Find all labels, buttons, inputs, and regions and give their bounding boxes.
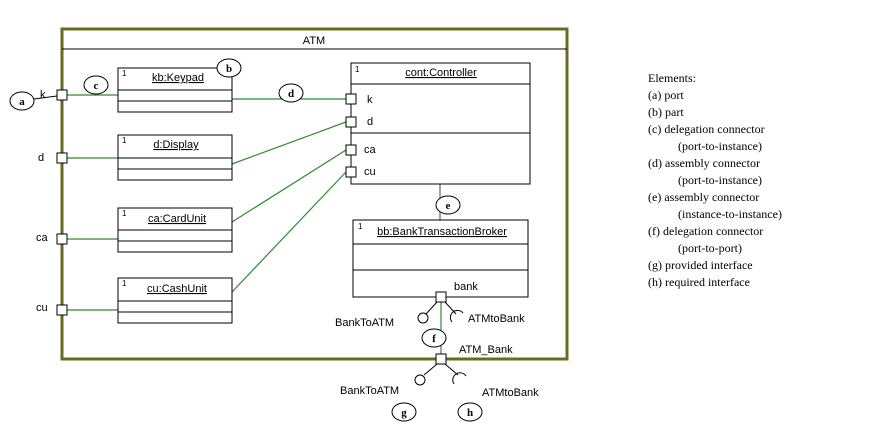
- port-ca-label: ca: [36, 232, 49, 244]
- legend-title: Elements:: [648, 71, 696, 85]
- cardunit-multiplicity: 1: [122, 209, 127, 218]
- inner-interfaces: [417, 301, 464, 324]
- inner-provided-label: BankToATM: [335, 317, 394, 329]
- marker-g: g: [391, 402, 417, 422]
- cashunit-name: cu:CashUnit: [147, 283, 207, 295]
- svg-text:e: e: [446, 200, 451, 212]
- broker-name: bb:BankTransactionBroker: [377, 226, 507, 238]
- part-cashunit[interactable]: 1 cu:CashUnit: [117, 277, 233, 324]
- legend-item: (d) assembly connector: [648, 156, 760, 170]
- marker-e: e: [435, 195, 461, 215]
- inner-provided-lollipop-icon: [417, 312, 429, 324]
- marker-b: b: [216, 58, 242, 78]
- svg-text:c: c: [94, 80, 99, 92]
- legend-item: (g) provided interface: [648, 258, 753, 272]
- port-k[interactable]: [56, 89, 68, 101]
- marker-a: a: [9, 91, 35, 111]
- cashunit-multiplicity: 1: [122, 279, 127, 288]
- marker-c: c: [83, 75, 109, 95]
- broker-multiplicity: 1: [358, 222, 363, 231]
- outer-ports: k d ca cu: [36, 89, 68, 316]
- controller-port-d[interactable]: [345, 116, 357, 128]
- port-ca[interactable]: [56, 233, 68, 245]
- part-cardunit[interactable]: 1 ca:CardUnit: [117, 207, 233, 253]
- cardunit-name: ca:CardUnit: [148, 213, 206, 225]
- legend-item: (f) delegation connector: [648, 224, 764, 238]
- controller-port-cu-label: cu: [364, 166, 376, 178]
- connectors: [67, 94, 442, 355]
- port-d-label: d: [38, 152, 44, 164]
- controller-port-ca[interactable]: [345, 144, 357, 156]
- connector-display-controller-d: [231, 121, 347, 165]
- broker-port-bank-label: bank: [454, 281, 478, 293]
- connector-cardunit-controller-ca: [231, 149, 347, 223]
- legend-item-sub: (port-to-port): [678, 241, 742, 255]
- marker-f: f: [421, 328, 447, 348]
- outer-provided-label: BankToATM: [340, 385, 399, 397]
- controller-name: cont:Controller: [405, 67, 477, 79]
- controller-port-ca-label: ca: [364, 144, 377, 156]
- outer-required-socket-icon: [452, 372, 467, 385]
- legend-item-sub: (instance-to-instance): [678, 207, 782, 221]
- inner-required-label: ATMtoBank: [468, 313, 525, 325]
- part-broker[interactable]: 1 bb:BankTransactionBroker bank: [352, 219, 529, 303]
- legend-item-sub: (port-to-instance): [678, 173, 762, 187]
- keypad-multiplicity: 1: [122, 69, 127, 78]
- outer-required-label: ATMtoBank: [482, 387, 539, 399]
- outer-interfaces: [414, 363, 467, 386]
- svg-text:b: b: [226, 63, 232, 75]
- atm-bank-port-label: ATM_Bank: [459, 344, 513, 356]
- port-cu-label: cu: [36, 302, 48, 314]
- controller-port-k-label: k: [367, 94, 373, 106]
- connector-cashunit-controller-cu: [231, 171, 347, 293]
- legend-item-sub: (port-to-instance): [678, 139, 762, 153]
- controller-port-d-label: d: [367, 116, 373, 128]
- svg-text:a: a: [19, 96, 25, 108]
- part-keypad[interactable]: 1 kb:Keypad: [117, 67, 233, 113]
- controller-port-k[interactable]: [345, 93, 357, 105]
- svg-text:h: h: [467, 407, 473, 419]
- controller-multiplicity: 1: [355, 65, 360, 74]
- controller-port-cu[interactable]: [345, 166, 357, 178]
- legend-item: (h) required interface: [648, 275, 750, 289]
- display-name: d:Display: [153, 139, 199, 151]
- keypad-name: kb:Keypad: [152, 72, 204, 84]
- legend: Elements: (a) port (b) part (c) delegati…: [648, 70, 868, 291]
- atm-title: ATM: [303, 35, 325, 47]
- marker-h: h: [457, 402, 483, 422]
- svg-text:f: f: [432, 333, 436, 345]
- part-display[interactable]: 1 d:Display: [117, 134, 233, 181]
- atm-bank-port[interactable]: [435, 353, 447, 365]
- legend-item: (b) part: [648, 105, 684, 119]
- port-cu[interactable]: [56, 304, 68, 316]
- port-d[interactable]: [56, 152, 68, 164]
- broker-port-bank[interactable]: [435, 291, 447, 303]
- inner-required-socket-icon: [449, 309, 464, 323]
- outer-provided-lollipop-icon: [414, 374, 426, 386]
- port-k-label: k: [40, 89, 46, 101]
- part-controller[interactable]: 1 cont:Controller k d ca cu: [345, 62, 531, 185]
- legend-item: (a) port: [648, 88, 684, 102]
- svg-text:g: g: [401, 407, 407, 419]
- svg-text:d: d: [288, 88, 294, 100]
- legend-item: (c) delegation connector: [648, 122, 765, 136]
- marker-d: d: [278, 83, 304, 103]
- legend-item: (e) assembly connector: [648, 190, 760, 204]
- display-multiplicity: 1: [122, 136, 127, 145]
